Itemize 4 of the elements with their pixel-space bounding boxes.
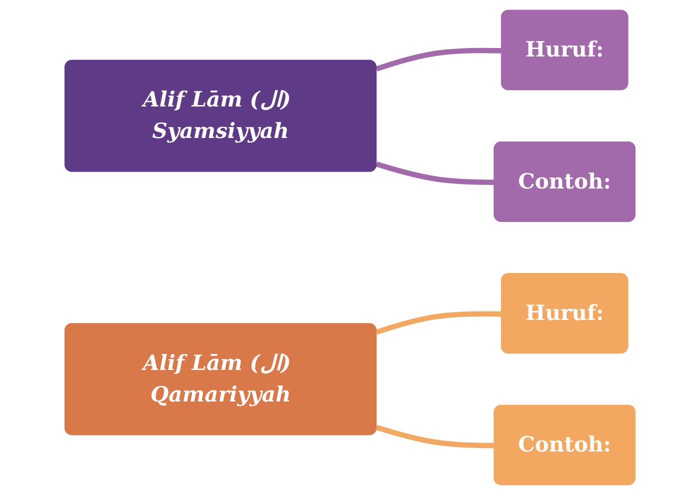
connector [376,311,502,335]
connector [376,48,502,72]
connector [376,424,496,448]
connector [376,162,496,185]
